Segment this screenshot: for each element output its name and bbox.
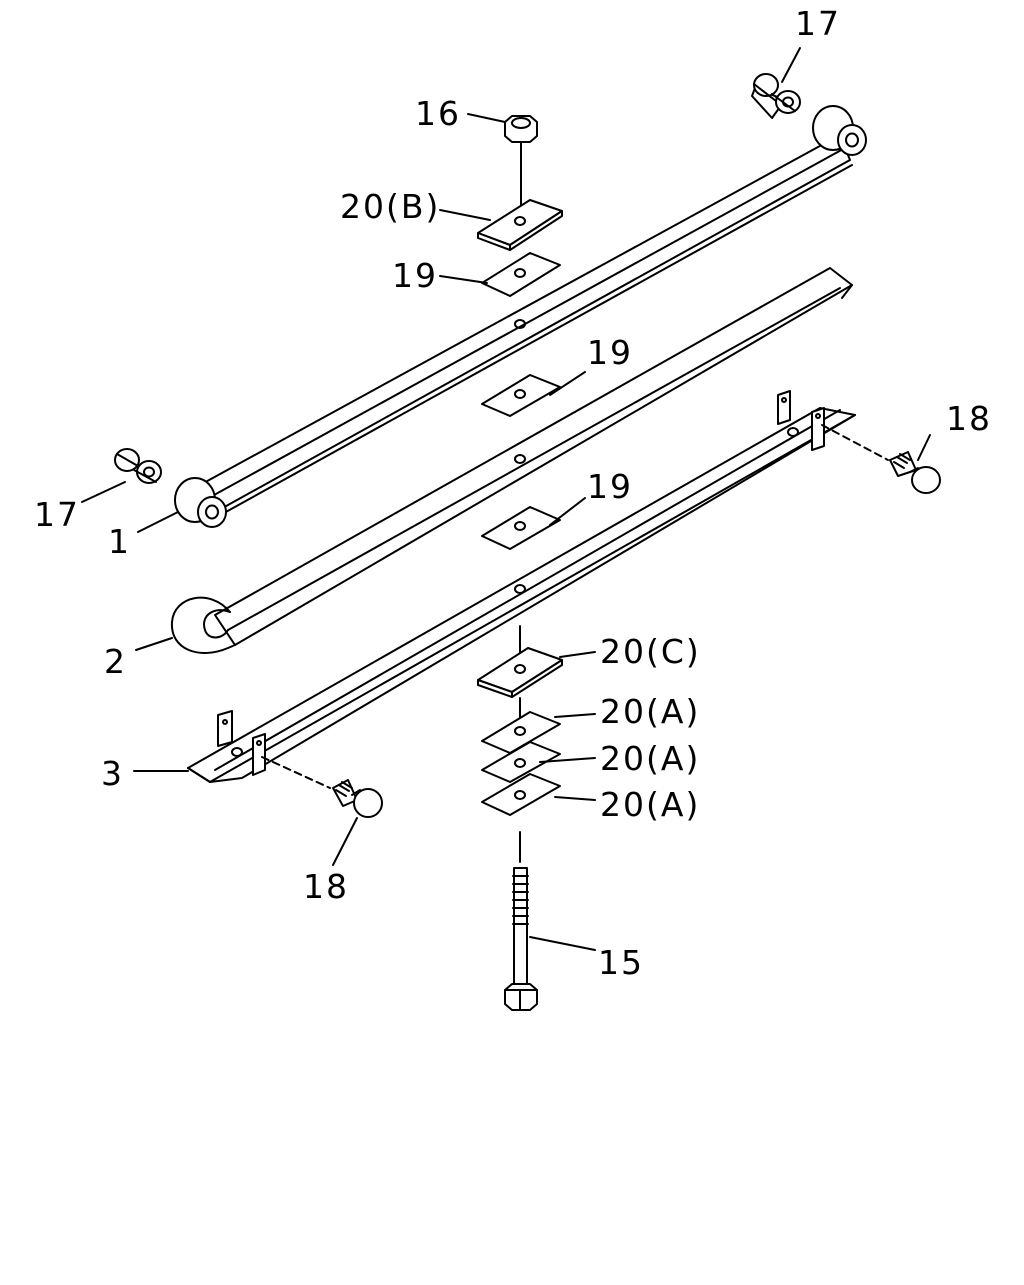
- center-bolt: [504, 867, 538, 1011]
- spring-leaf-2: [170, 267, 853, 654]
- callout-19-low: 19: [587, 467, 633, 506]
- callout-17-left: 17: [34, 495, 80, 534]
- clip-bolt-left: [261, 756, 383, 818]
- callout-20a-3: 20(A): [600, 785, 700, 824]
- nut: [504, 115, 538, 211]
- shim-mid: [481, 374, 561, 417]
- callout-20b: 20(B): [340, 187, 440, 226]
- callout-20c: 20(C): [600, 632, 701, 671]
- callout-20a-2: 20(A): [600, 739, 700, 778]
- callout-19-mid: 19: [587, 333, 633, 372]
- callout-16: 16: [415, 94, 461, 133]
- callout-2: 2: [104, 642, 127, 681]
- callout-15: 15: [598, 943, 644, 982]
- plate-20c: [477, 647, 563, 698]
- clip-bolt-right: [821, 424, 941, 494]
- callout-17-top: 17: [795, 4, 841, 43]
- plate-20b: [477, 199, 563, 251]
- callout-19-top: 19: [392, 256, 438, 295]
- shim-20a-2: [481, 741, 561, 783]
- callout-1: 1: [108, 522, 131, 561]
- callout-3: 3: [101, 754, 124, 793]
- callout-18-left: 18: [303, 867, 349, 906]
- bushing-left: [114, 448, 162, 484]
- leader-lines: [81, 47, 931, 951]
- shim-20a-1: [481, 711, 561, 754]
- shim-top: [481, 252, 561, 297]
- callout-20a-1: 20(A): [600, 692, 700, 731]
- spring-leaf-3: [187, 390, 856, 783]
- spring-leaf-1: [174, 105, 867, 528]
- shim-low: [481, 506, 561, 550]
- shim-20a-3: [481, 773, 561, 816]
- callout-18-right: 18: [946, 399, 992, 438]
- callout-labels: 17 16 20(B) 19 19 18 17 1 19 2 20(C) 20(…: [34, 4, 992, 982]
- bushing-top: [751, 73, 801, 119]
